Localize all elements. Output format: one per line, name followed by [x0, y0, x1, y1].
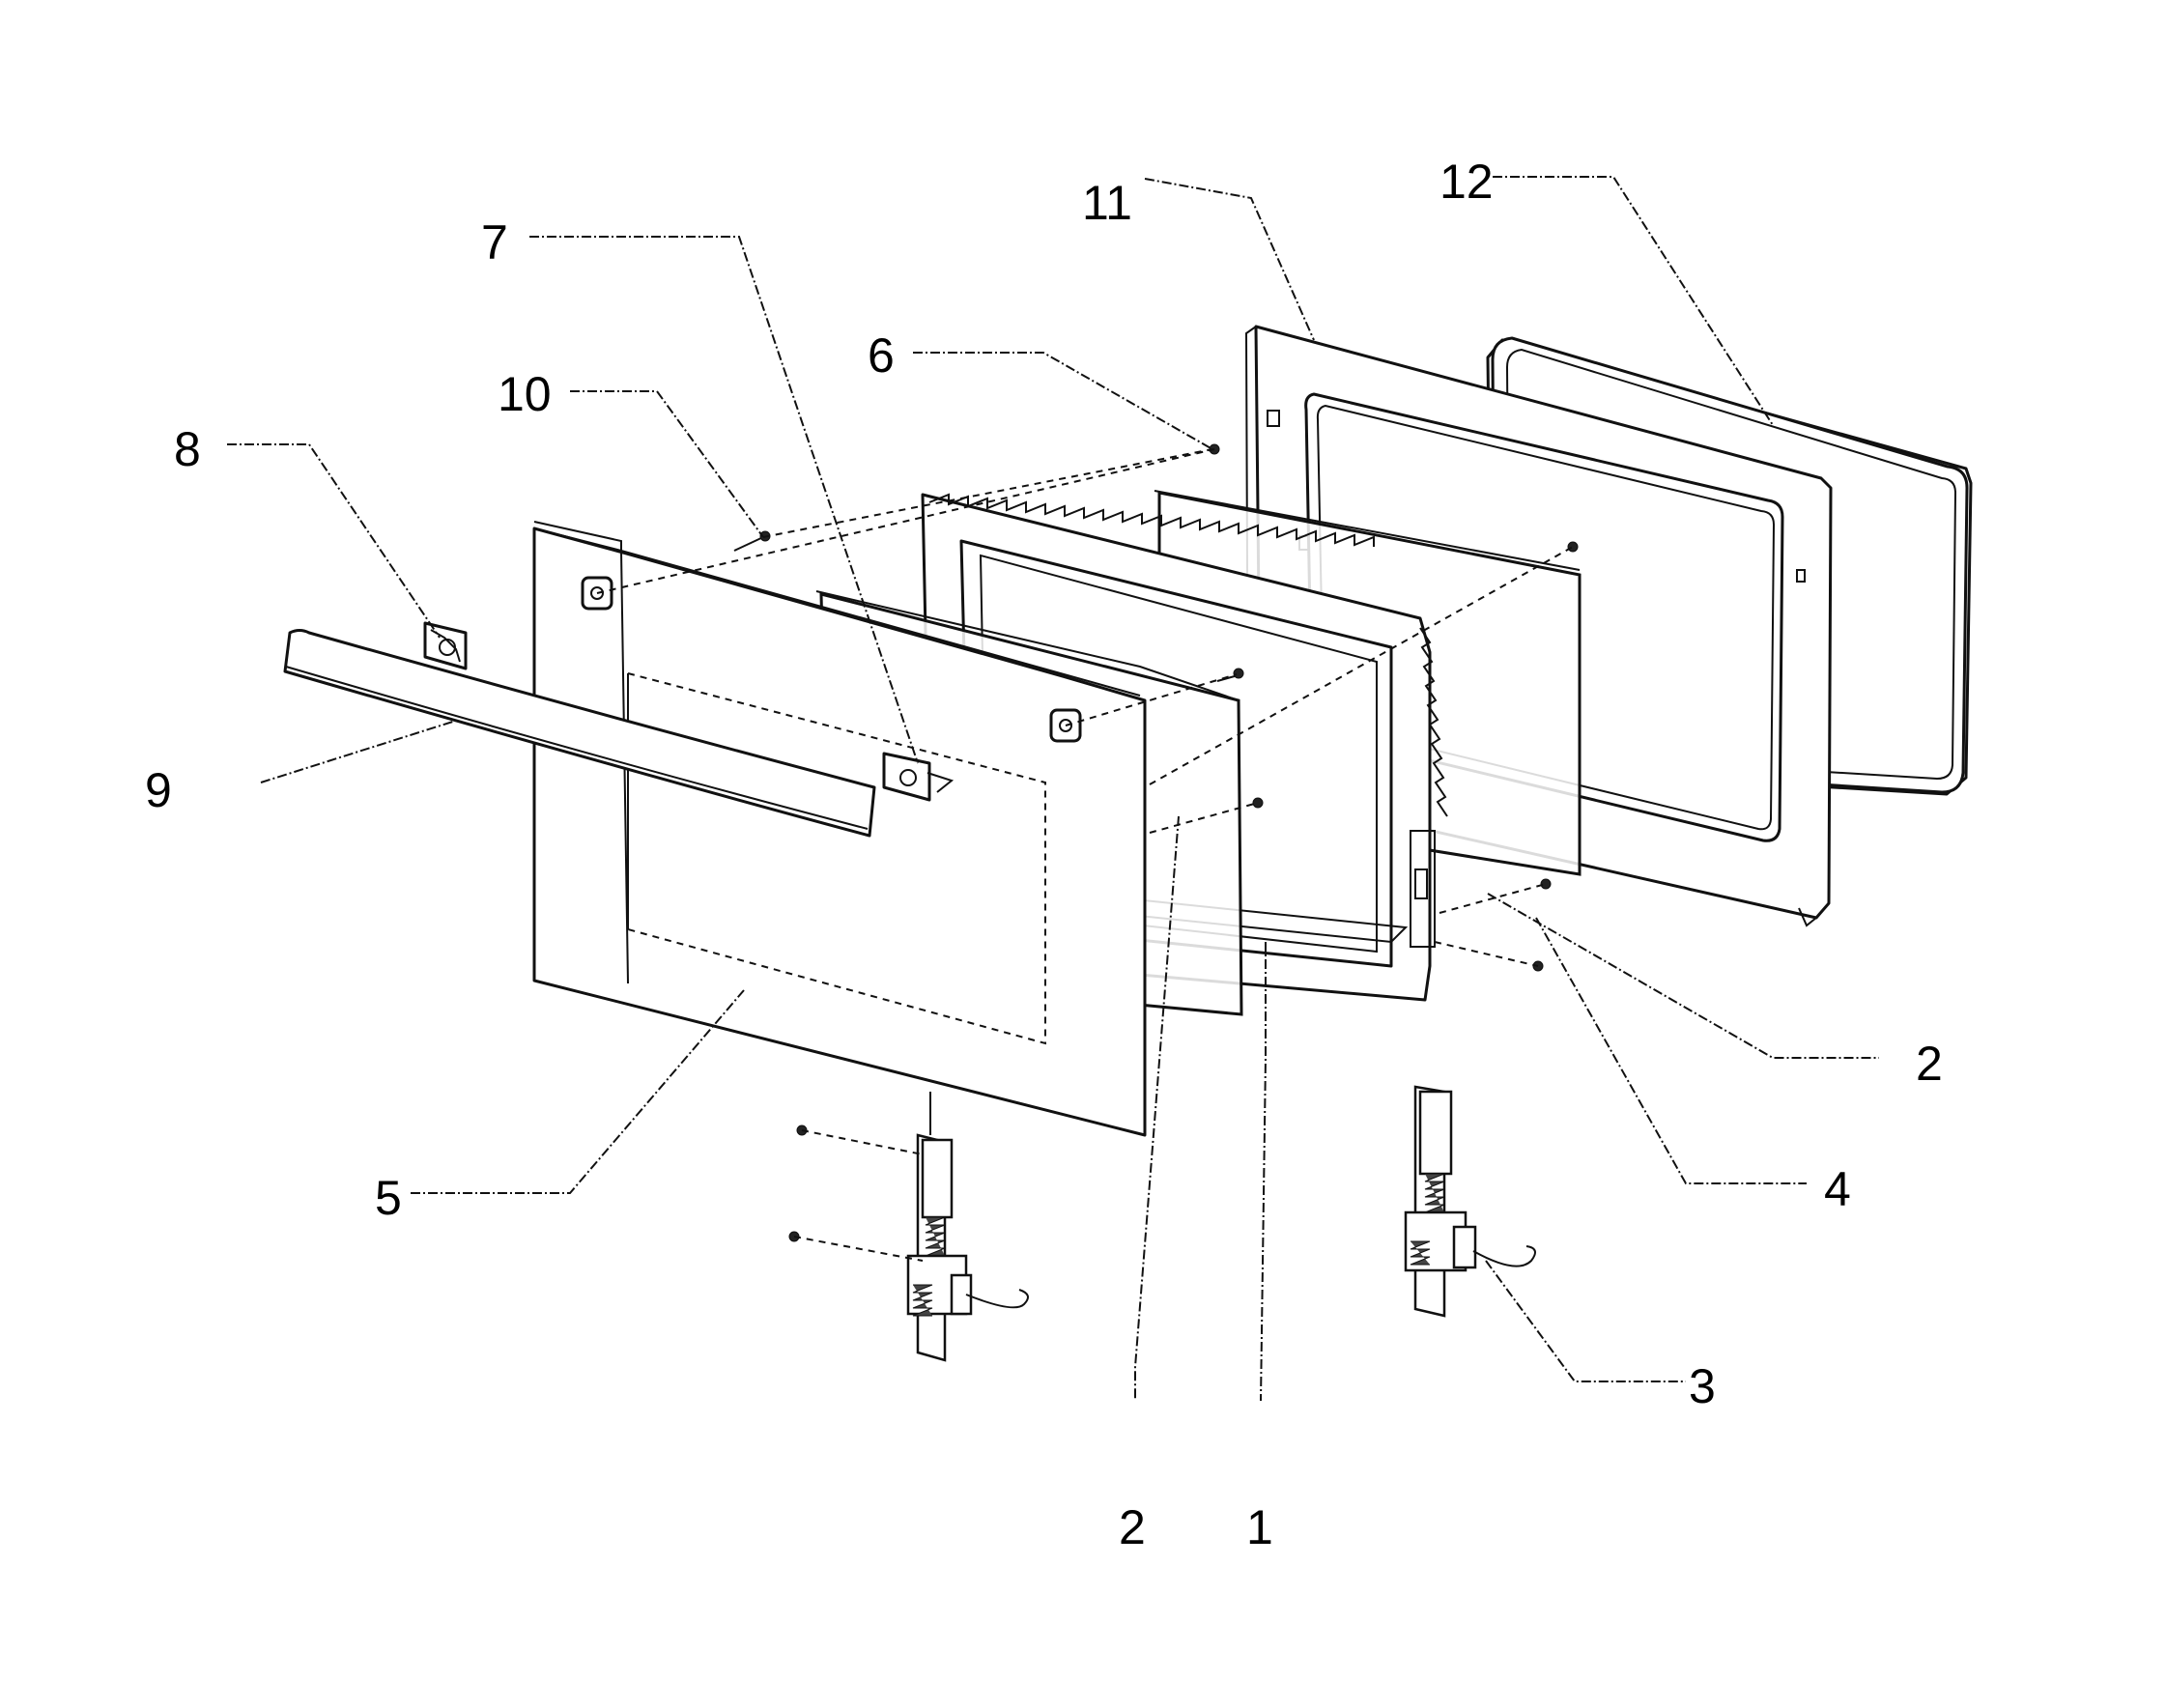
callout-labels: 1 2 2 3 4 5 6 7 8 9 10 11 12 — [145, 155, 1943, 1554]
callout-8: 8 — [174, 422, 201, 476]
door-handle — [283, 629, 876, 838]
callout-5: 5 — [375, 1171, 402, 1225]
handle-bracket-left — [423, 621, 468, 670]
callout-12: 12 — [1439, 155, 1494, 209]
hinge-right — [1404, 1085, 1536, 1318]
callout-1: 1 — [1246, 1500, 1273, 1554]
callout-4: 4 — [1824, 1162, 1851, 1216]
callout-6: 6 — [868, 328, 895, 383]
outer-door-panel — [532, 521, 1147, 1137]
callout-11: 11 — [1082, 176, 1132, 230]
assembly-lines — [596, 448, 1574, 1262]
callout-2-right: 2 — [1916, 1037, 1943, 1091]
callout-9: 9 — [145, 763, 172, 817]
leader-lines — [227, 176, 1879, 1402]
callout-2-bottom: 2 — [1119, 1500, 1146, 1554]
callout-3: 3 — [1689, 1359, 1716, 1413]
callout-7: 7 — [481, 215, 508, 270]
hinge-left — [906, 1092, 1029, 1362]
callout-10: 10 — [498, 367, 552, 421]
handle-bracket-right — [882, 752, 955, 802]
screw-part-10 — [733, 530, 771, 552]
